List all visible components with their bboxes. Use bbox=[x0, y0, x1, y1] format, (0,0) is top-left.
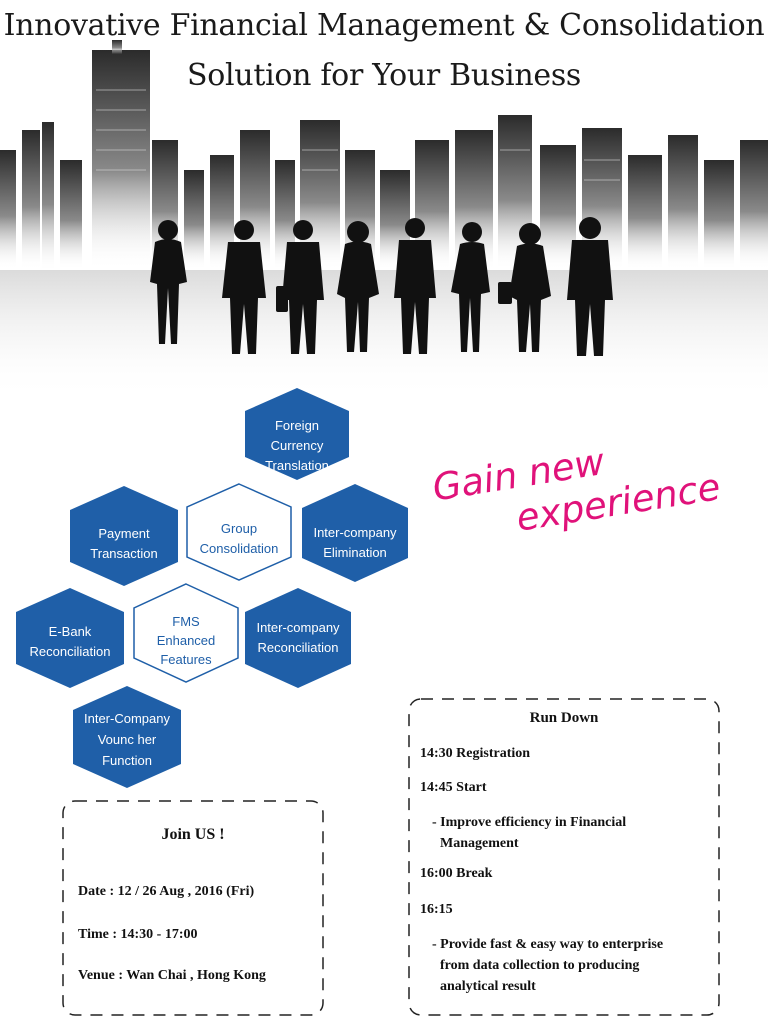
hex-label: Reconciliation bbox=[258, 640, 339, 655]
hex-label: Group bbox=[221, 521, 257, 536]
hex-label: Vounc her bbox=[98, 732, 157, 747]
hex-intercompany-reconciliation: Inter-company Reconciliation bbox=[245, 588, 351, 688]
hex-label: Features bbox=[160, 652, 212, 667]
rundown-item: 16:00 Break bbox=[420, 866, 493, 881]
rundown-item: 16:15 bbox=[420, 902, 453, 917]
rundown-bullet-line: Management bbox=[440, 836, 519, 851]
rundown-item: 14:30 Registration bbox=[420, 746, 531, 761]
hero-city-silhouettes-image bbox=[0, 40, 768, 400]
hex-label: Enhanced bbox=[157, 633, 216, 648]
rundown-bullet-line: from data collection to producing bbox=[440, 958, 640, 973]
run-down-heading: Run Down bbox=[529, 710, 599, 726]
title-line-1: Innovative Financial Management & Consol… bbox=[3, 8, 765, 43]
feature-hexagon-cluster: Foreign Currency Translation Group Conso… bbox=[16, 388, 408, 788]
hex-foreign-currency-translation: Foreign Currency Translation bbox=[245, 388, 349, 480]
hex-label: Translation bbox=[265, 458, 329, 473]
run-down-box: Run Down 14:30 Registration 14:45 Start … bbox=[408, 698, 720, 1016]
hex-label: Transaction bbox=[90, 546, 157, 561]
hex-intercompany-elimination: Inter-company Elimination bbox=[302, 484, 408, 582]
rundown-item: 14:45 Start bbox=[420, 780, 487, 795]
hex-group-consolidation: Group Consolidation bbox=[186, 483, 292, 581]
hex-label: Payment bbox=[98, 526, 150, 541]
hex-intercompany-voucher-function: Inter-Company Vounc her Function bbox=[73, 686, 181, 788]
hex-label: Reconciliation bbox=[30, 644, 111, 659]
hex-label: Inter-Company bbox=[84, 711, 170, 726]
hex-payment-transaction: Payment Transaction bbox=[70, 486, 178, 586]
rundown-bullet: - Improve efficiency in Financial Manage… bbox=[432, 812, 712, 854]
rundown-bullet-line: analytical result bbox=[440, 979, 536, 994]
skyline-buildings bbox=[0, 40, 768, 272]
event-date: Date : 12 / 26 Aug , 2016 (Fri) bbox=[78, 884, 255, 899]
hex-label: E-Bank bbox=[49, 624, 92, 639]
hex-label: Elimination bbox=[323, 545, 387, 560]
gain-new-experience-slogan: Gain new experience bbox=[430, 426, 724, 549]
rundown-bullet: - Provide fast & easy way to enterprise … bbox=[432, 934, 712, 997]
hex-label: Function bbox=[102, 753, 152, 768]
dashed-frame bbox=[408, 698, 720, 1016]
skyline-windows bbox=[96, 89, 620, 181]
hex-label: FMS bbox=[172, 614, 200, 629]
hex-label: Consolidation bbox=[200, 541, 279, 556]
hex-label: Inter-company bbox=[256, 620, 340, 635]
hex-label: Foreign bbox=[275, 418, 319, 433]
event-time: Time : 14:30 - 17:00 bbox=[78, 927, 198, 942]
ground-reflection bbox=[0, 270, 768, 400]
title-line-2: Solution for Your Business bbox=[186, 58, 582, 93]
hex-label: Inter-company bbox=[313, 525, 397, 540]
hex-fms-enhanced-features: FMS Enhanced Features bbox=[133, 583, 239, 683]
rundown-bullet-line: - Improve efficiency in Financial bbox=[432, 815, 627, 830]
rundown-bullet-line: - Provide fast & easy way to enterprise bbox=[432, 937, 664, 952]
hex-label: Currency bbox=[271, 438, 324, 453]
hex-ebank-reconciliation: E-Bank Reconciliation bbox=[16, 588, 124, 688]
business-people-silhouettes bbox=[150, 217, 613, 356]
join-us-box: Join US ! Date : 12 / 26 Aug , 2016 (Fri… bbox=[62, 800, 324, 1016]
event-venue: Venue : Wan Chai , Hong Kong bbox=[78, 968, 266, 983]
join-us-heading: Join US ! bbox=[161, 826, 225, 843]
